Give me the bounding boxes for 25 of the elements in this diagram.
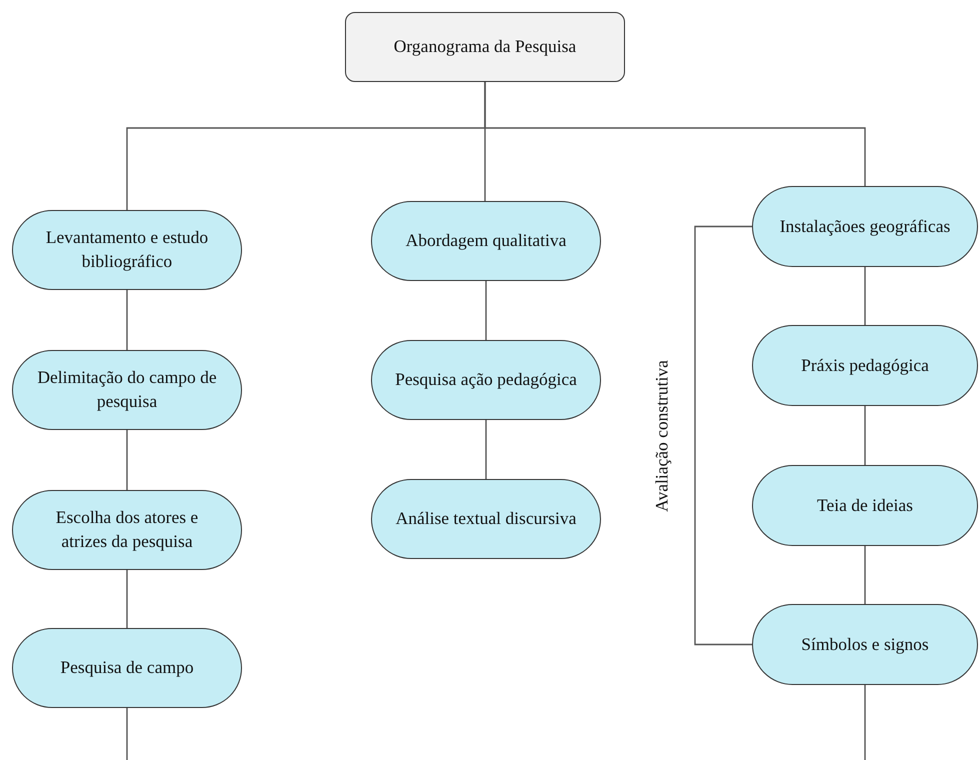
connector-line <box>864 267 866 325</box>
node-text: Símbolos e signos <box>801 632 929 656</box>
node-text: Escolha dos atores e atrizes da pesquisa <box>54 506 200 553</box>
connector-line <box>864 685 866 760</box>
node-text: Instalaçãoes geográficas <box>780 214 950 238</box>
connector-line <box>864 406 866 465</box>
node-text: Abordagem qualitativa <box>406 229 566 252</box>
node-text: Análise textual discursiva <box>396 507 576 530</box>
node-text: Teia de ideias <box>817 494 913 517</box>
connector-line <box>485 281 487 340</box>
node-text: Delimitação do campo de pesquisa <box>36 366 218 413</box>
connector-line <box>126 430 128 490</box>
title-box <box>345 12 625 82</box>
connector-line <box>484 82 866 186</box>
node-text: Levantamento e estudo bibliográfico <box>44 226 210 273</box>
connector-line <box>126 570 128 628</box>
connector-line <box>694 226 752 646</box>
connector-line <box>485 420 487 479</box>
connector-line <box>126 708 128 760</box>
node-text: Pesquisa ação pedagógica <box>395 368 577 392</box>
connector-line <box>864 546 866 604</box>
connector-line <box>126 290 128 350</box>
node-text: Organograma da Pesquisa <box>394 35 576 58</box>
node-text: Pesquisa de campo <box>60 656 194 680</box>
node-text: Práxis pedagógica <box>801 354 929 377</box>
